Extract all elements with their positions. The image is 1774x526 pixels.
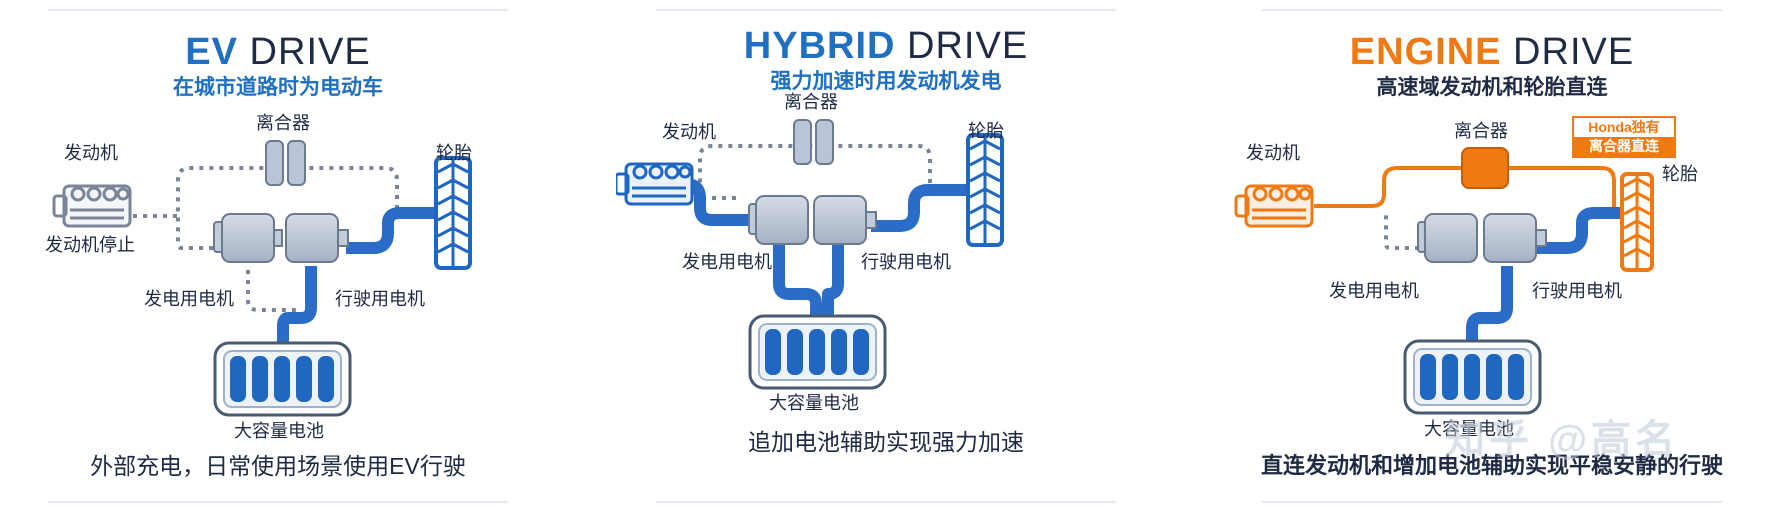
hybrid-drive-panel: HYBRID DRIVE 强力加速时用发动机发电 离合器 发动机 轮胎 发电用电… [616, 8, 1156, 504]
engine-stopped-label: 发动机停止 [45, 235, 135, 255]
badge-line-2: 离合器直连 [1574, 137, 1674, 156]
hybrid-subtitle: 强力加速时用发动机发电 [770, 70, 1002, 93]
engine-icon [52, 184, 132, 228]
generator-motor-icon [1417, 213, 1478, 263]
clutch-dotted-line [698, 144, 932, 200]
ev-subtitle: 在城市道路时为电动车 [173, 76, 383, 99]
battery-to-motor-path [1466, 266, 1513, 344]
battery-icon [748, 314, 887, 390]
honda-clutch-badge: Honda独有 离合器直连 [1572, 116, 1676, 158]
battery-icon [1403, 339, 1542, 415]
drive-motor-icon [1483, 213, 1547, 263]
ev-drive-panel: EV DRIVE 在城市道路时为电动车 离合器 发动机 轮胎 发动机停止 发电用… [8, 8, 548, 504]
battery-label: 大容量电池 [1424, 419, 1514, 439]
drive-motor-to-tire-path [346, 207, 448, 254]
drive-motor-to-tire-path [871, 184, 976, 232]
generator-motor-icon [213, 213, 283, 263]
ev-title: EV DRIVE [8, 31, 548, 73]
clutch-engaged-icon [1461, 147, 1509, 189]
drive-motor-label: 行驶用电机 [861, 252, 951, 272]
hybrid-drive-diagram [616, 9, 1116, 503]
generator-label: 发电用电机 [682, 252, 772, 272]
engine-title: ENGINE DRIVE [1222, 31, 1762, 73]
battery-to-motor-path [277, 266, 317, 346]
battery-icon [213, 341, 352, 417]
engine-direct-path [1314, 166, 1616, 213]
title-highlight: HYBRID [743, 25, 896, 67]
ev-caption: 外部充电，日常使用场景使用EV行驶 [90, 453, 466, 479]
clutch-label: 离合器 [1454, 121, 1508, 141]
tire-label: 轮胎 [968, 121, 1004, 141]
tire-icon [1620, 172, 1654, 272]
clutch-label: 离合器 [784, 92, 838, 112]
title-highlight: EV [185, 31, 238, 73]
generator-dotted-line [1384, 213, 1419, 250]
ev-drive-diagram [48, 9, 508, 503]
hybrid-title: HYBRID DRIVE [616, 25, 1156, 67]
engine-subtitle: 高速域发动机和轮胎直连 [1376, 76, 1608, 99]
generator-label: 发电用电机 [1329, 281, 1419, 301]
drive-motor-label: 行驶用电机 [1532, 281, 1622, 301]
title-rest: DRIVE [895, 25, 1029, 67]
engine-icon [616, 162, 694, 206]
clutch-icon [265, 140, 306, 186]
drive-motor-icon [285, 213, 349, 263]
generator-to-battery-path [773, 244, 822, 318]
clutch-label: 离合器 [256, 113, 310, 133]
drive-motor-to-tire-path [1537, 207, 1632, 254]
engine-label: 发动机 [662, 122, 716, 142]
watermark: 知乎 @高名 [1445, 418, 1680, 462]
clutch-dotted-line [176, 166, 399, 250]
clutch-icon [793, 119, 834, 165]
engine-icon [1234, 184, 1314, 228]
hybrid-caption: 追加电池辅助实现强力加速 [748, 429, 1024, 455]
drive-motor-label: 行驶用电机 [335, 289, 425, 309]
generator-label: 发电用电机 [144, 289, 234, 309]
tire-icon [966, 133, 1004, 247]
drive-motor-icon [813, 195, 877, 245]
generator-motor-icon [748, 195, 809, 245]
battery-label: 大容量电池 [769, 393, 859, 413]
engine-drive-panel: ENGINE DRIVE 高速域发动机和轮胎直连 离合器 Honda独有 离合器… [1222, 8, 1762, 504]
badge-line-1: Honda独有 [1574, 118, 1674, 137]
engine-drive-diagram [1234, 9, 1722, 503]
title-highlight: ENGINE [1349, 31, 1502, 73]
generator-dotted-line [246, 270, 298, 312]
title-rest: DRIVE [1501, 31, 1635, 73]
battery-to-motor-path [822, 244, 844, 318]
engine-label: 发动机 [64, 143, 118, 163]
tire-icon [434, 156, 472, 270]
title-rest: DRIVE [238, 31, 371, 73]
battery-label: 大容量电池 [234, 421, 324, 441]
engine-label: 发动机 [1246, 143, 1300, 163]
tire-label: 轮胎 [436, 143, 472, 163]
engine-caption: 直连发动机和增加电池辅助实现平稳安静的行驶 [1260, 453, 1723, 478]
tire-label: 轮胎 [1662, 164, 1698, 184]
